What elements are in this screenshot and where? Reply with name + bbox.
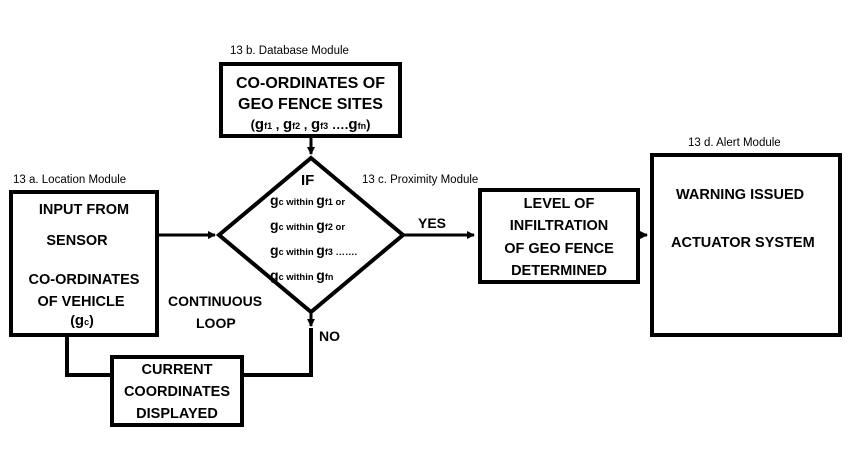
alert-line1: WARNING ISSUED [676, 187, 805, 203]
current-line1: CURRENT [141, 362, 213, 378]
decision-conditions: gc within gf1 or gc within gf2 or gc wit… [270, 189, 357, 289]
proximity-line1: LEVEL OF [523, 196, 595, 212]
location-line2: SENSOR [46, 233, 108, 249]
proximity-line4: DETERMINED [511, 263, 607, 279]
loop-label: LOOP [196, 315, 236, 331]
condition-row: gc within gf2 or [270, 217, 346, 233]
loop-left-line [65, 336, 110, 377]
current-coordinates-box: CURRENT COORDINATES DISPLAYED [110, 355, 244, 427]
proximity-line2: INFILTRATION [509, 218, 609, 234]
location-box: INPUT FROM SENSOR CO-ORDINATES OF VEHICL… [9, 190, 159, 337]
alert-module-label: 13 d. Alert Module [688, 137, 781, 149]
database-box: CO-ORDINATES OF GEO FENCE SITES (gf1 , g… [219, 62, 402, 138]
loop-right-line [244, 328, 313, 377]
location-module-label: 13 a. Location Module [13, 174, 127, 186]
condition-row: gc within gf3 ……. [270, 242, 358, 258]
condition-row: gc within gfn [270, 267, 334, 283]
decision-if: IF [301, 172, 315, 189]
continuous-label: CONTINUOUS [168, 293, 263, 309]
proximity-line3: OF GEO FENCE [504, 241, 614, 257]
current-line3: DISPLAYED [136, 406, 218, 422]
location-line3: CO-ORDINATES [28, 272, 140, 288]
yes-label: YES [418, 215, 447, 231]
condition-row: gc within gf1 or [270, 192, 346, 208]
database-site-list: (gf1 , gf2 , gf3 ….gfn) [250, 116, 371, 133]
alert-line2: ACTUATOR SYSTEM [671, 235, 815, 251]
current-line2: COORDINATES [123, 384, 231, 400]
location-line4: OF VEHICLE [37, 294, 125, 310]
no-label: NO [319, 328, 340, 344]
proximity-box: LEVEL OF INFILTRATION OF GEO FENCE DETER… [478, 188, 640, 284]
alert-box: WARNING ISSUED ACTUATOR SYSTEM [650, 153, 842, 337]
location-line1: INPUT FROM [38, 202, 130, 218]
vehicle-gc-label: (gc) [70, 312, 94, 329]
database-module-label: 13 b. Database Module [230, 45, 349, 57]
database-line2: GEO FENCE SITES [238, 96, 383, 113]
database-line1: CO-ORDINATES OF [235, 75, 386, 92]
proximity-module-label: 13 c. Proximity Module [362, 174, 479, 186]
